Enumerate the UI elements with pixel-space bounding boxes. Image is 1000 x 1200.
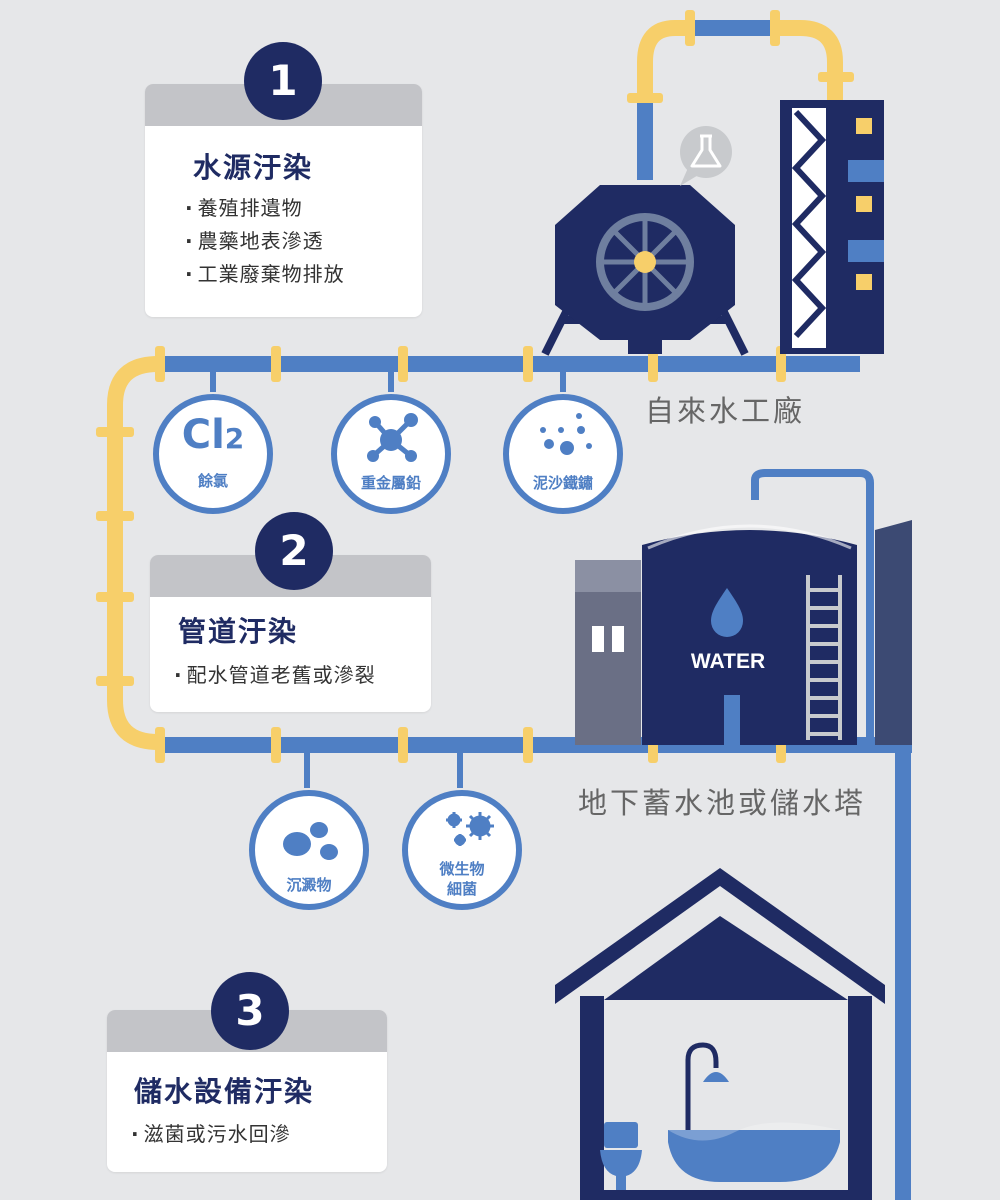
- tank-sign: WATER: [690, 650, 766, 673]
- storage-tank: [575, 520, 912, 745]
- step-2-badge: 2: [255, 512, 333, 590]
- step-1-title: 水源汙染: [193, 151, 314, 184]
- pollutant-bubble-sediment-rust: 泥沙鐵鏽: [503, 394, 623, 514]
- step-2-card: 管道汙染 配水管道老舊或滲裂: [150, 555, 431, 712]
- pollutant-bubble-sediment: 沉澱物: [249, 790, 369, 910]
- chlorine-symbol: Cl: [181, 412, 225, 458]
- pollutant-label: 重金屬鉛: [360, 474, 421, 492]
- sediment-icon: [283, 822, 338, 860]
- pollutant-label: 餘氯: [197, 472, 228, 490]
- water-plant: [541, 100, 884, 356]
- pollutant-label: 泥沙鐵鏽: [532, 474, 593, 492]
- shower-icon: [685, 1042, 719, 1130]
- pollutant-label: 沉澱物: [286, 876, 332, 894]
- chlorine-icon: Cl2: [159, 412, 267, 458]
- pipe-network: [107, 20, 912, 1200]
- pollutant-bubble-chlorine: Cl2 餘氯: [153, 394, 273, 514]
- pollutant-bubble-lead: 重金屬鉛: [331, 394, 451, 514]
- step-1-list: 養殖排遺物 農藥地表滲透 工業廢棄物排放: [185, 192, 345, 291]
- tank-label: 地下蓄水池或儲水塔: [578, 786, 867, 820]
- step-3-title: 儲水設備汙染: [134, 1075, 315, 1108]
- step-3-list: 滋菌或污水回滲: [131, 1118, 291, 1151]
- list-item: 配水管道老舊或滲裂: [174, 659, 376, 692]
- step-1-badge: 1: [244, 42, 322, 120]
- list-item: 滋菌或污水回滲: [131, 1118, 291, 1151]
- list-item: 養殖排遺物: [185, 192, 345, 225]
- house: [555, 868, 885, 1200]
- chlorine-subscript: 2: [224, 422, 245, 455]
- water-drop-icon: [711, 588, 743, 637]
- step-2-list: 配水管道老舊或滲裂: [174, 659, 376, 692]
- ladder-icon: [806, 575, 842, 740]
- particles-icon: [540, 413, 592, 455]
- pollutant-label-line1: 微生物: [439, 860, 485, 878]
- plant-label: 自來水工廠: [645, 394, 806, 428]
- molecule-icon: [367, 413, 418, 462]
- microbe-icon: [446, 812, 494, 846]
- pipe-joints: [96, 10, 854, 763]
- pollutant-bubble-microbes: 微生物 細菌: [402, 790, 522, 910]
- toilet-icon: [600, 1122, 642, 1190]
- list-item: 農藥地表滲透: [185, 225, 345, 258]
- bathtub-icon: [668, 1130, 840, 1182]
- step-3-badge: 3: [211, 972, 289, 1050]
- list-item: 工業廢棄物排放: [185, 258, 345, 291]
- pollutant-label-line2: 細菌: [446, 880, 477, 898]
- flask-icon: [680, 126, 732, 186]
- step-2-title: 管道汙染: [178, 615, 299, 648]
